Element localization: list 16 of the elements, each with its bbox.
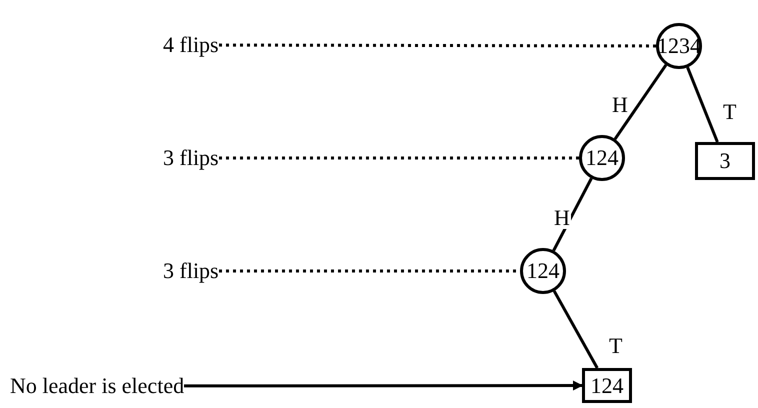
arrow — [184, 380, 583, 391]
row-label: 3 flips — [163, 143, 219, 173]
row-label: No leader is elected — [10, 371, 184, 401]
tree-edge — [552, 290, 599, 369]
tree-node-circle: 124 — [579, 135, 625, 181]
leaf-box: 3 — [695, 142, 755, 180]
dotted-line — [219, 44, 656, 48]
tree-node-circle: 124 — [520, 248, 566, 294]
dotted-line — [219, 156, 579, 160]
tree-edge — [552, 178, 593, 252]
tree-edge — [614, 64, 668, 140]
tree-node-circle: 1234 — [656, 23, 702, 69]
leaf-box: 124 — [582, 368, 632, 403]
row-label: 3 flips — [163, 256, 219, 286]
row-label: 4 flips — [163, 30, 219, 60]
tree-edge — [686, 66, 719, 143]
